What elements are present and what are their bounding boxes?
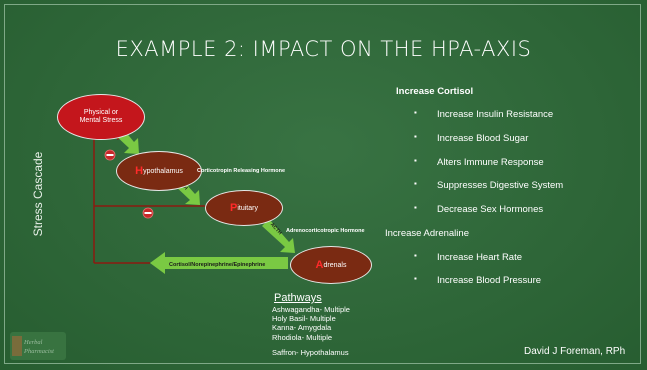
pathway-item: Holy Basil- Multiple [272, 314, 336, 323]
adrenals-initial: A [315, 259, 324, 271]
pathway-item: Kanna- Amygdala [272, 323, 332, 332]
pituitary-rest: ituitary [237, 204, 258, 212]
pathway-item: Rhodiola- Multiple [272, 333, 333, 342]
cortisol-item: Increase Blood Sugar [414, 132, 528, 144]
cortisol-item: Decrease Sex Hormones [414, 203, 543, 215]
adrenals-rest: drenals [323, 261, 347, 269]
author-name: David J Foreman, RPh [524, 346, 626, 357]
pathway-item: Ashwagandha- Multiple [272, 305, 350, 314]
cortisol-heading: Increase Cortisol [396, 86, 474, 97]
inhibit-marker-pituitary [142, 207, 154, 219]
crh-label: Corticotropin Releasing Hormone [197, 168, 286, 174]
slide-border [4, 4, 641, 364]
logo-mark-icon [12, 336, 22, 356]
cortisol-item: Suppresses Digestive System [414, 179, 563, 191]
hypothalamus-initial: H [135, 165, 144, 177]
hypothalamus-rest: ypothalamus [143, 167, 183, 175]
adrenaline-item: Increase Heart Rate [414, 251, 522, 263]
cortisol-item: Increase Insulin Resistance [414, 108, 553, 120]
stress-line-1: Physical or [83, 109, 119, 116]
feedback-arrow [150, 252, 288, 274]
arrow-acth [262, 219, 295, 253]
cortisol-item: Alters Immune Response [414, 156, 544, 168]
pathway-item: Saffron- Hypothalamus [272, 348, 349, 357]
logo-text-2: Pharmacist [24, 348, 54, 355]
pituitary-initial: P [230, 202, 238, 214]
adrenaline-heading: Increase Adrenaline [385, 228, 469, 239]
acth-label: Adrenocorticotropic Hormone [286, 228, 365, 234]
stress-cascade-label: Stress Cascade [31, 151, 45, 237]
stress-line-2: Mental Stress [79, 117, 123, 124]
pathways-title: Pathways [274, 292, 322, 304]
adrenaline-item: Increase Blood Pressure [414, 274, 541, 286]
slide-title: EXAMPLE 2: IMPACT ON THE HPA-AXIS [115, 37, 532, 61]
inhibit-marker-hypothalamus [104, 149, 116, 161]
feedback-label: Cortisol/Norepinephrine/Epinephrine [169, 262, 265, 268]
logo-text-1: Herbal [24, 339, 43, 346]
